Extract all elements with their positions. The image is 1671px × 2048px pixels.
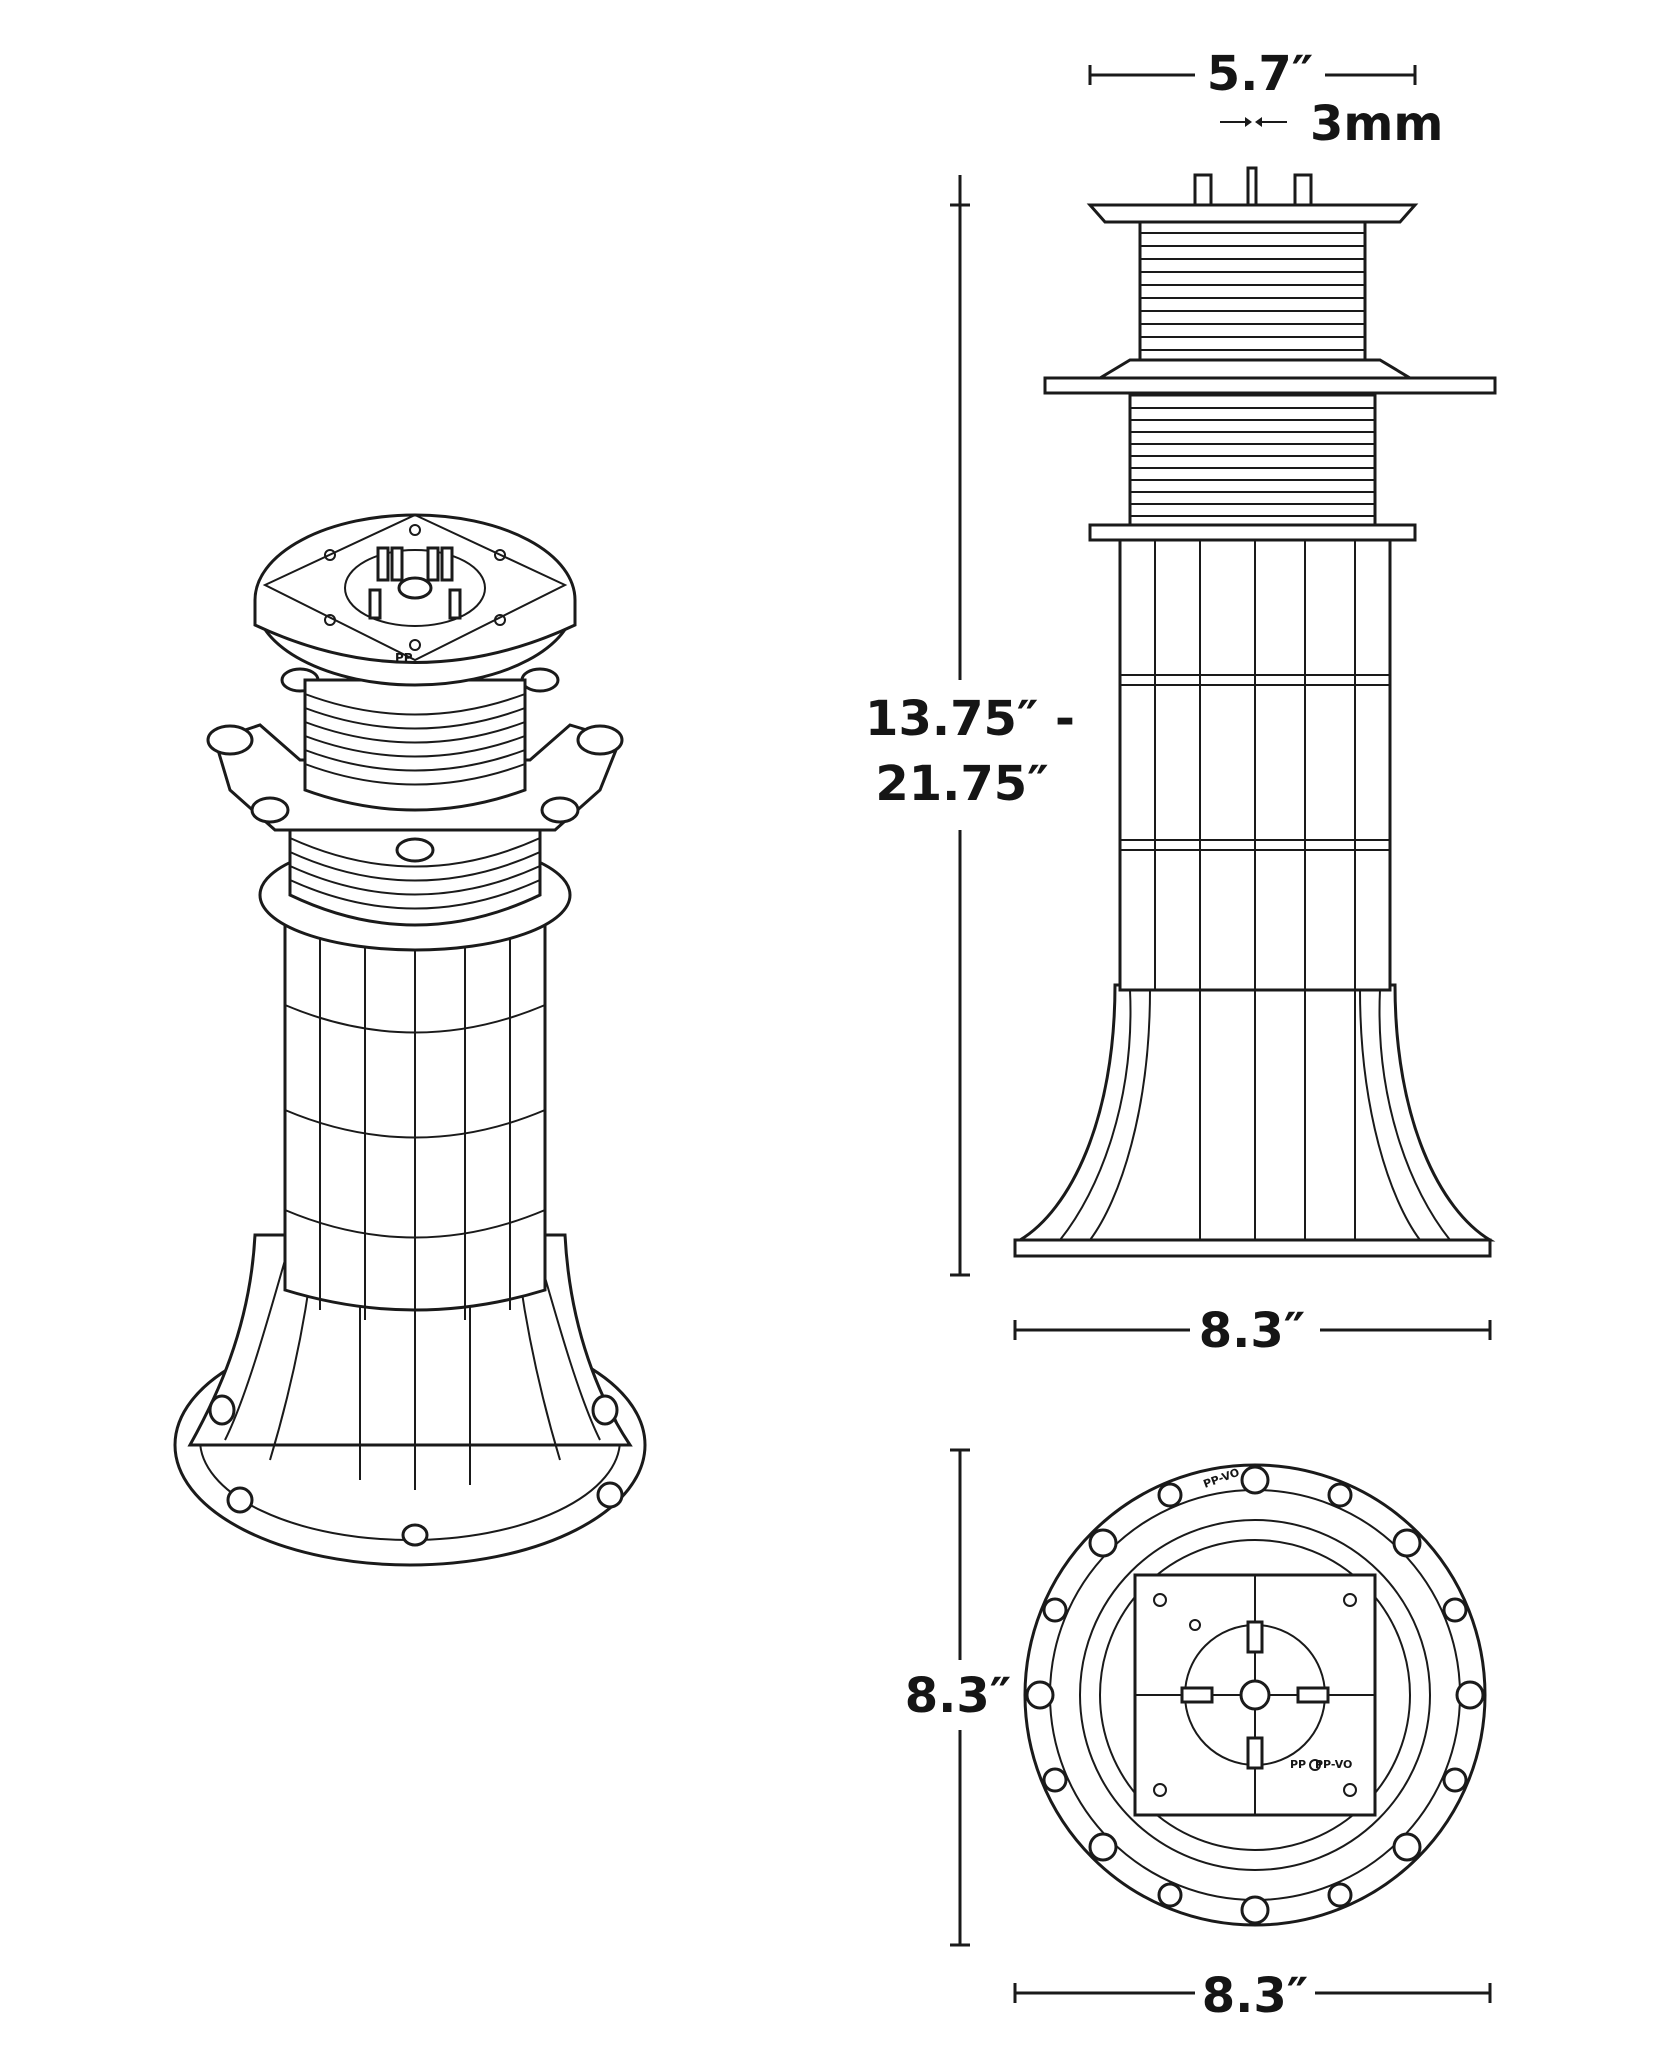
plan-mark-c: PP-VO [1315, 1758, 1352, 1771]
dim-spacer: 3mm [1310, 96, 1443, 152]
dim-plan-width: 8.3″ [1202, 1968, 1308, 2024]
iso-mark-label: PP [395, 651, 413, 665]
side-base-plate [1013, 1238, 1492, 1258]
iso-head-square [262, 513, 568, 662]
plan-bosses [1025, 1465, 1485, 1925]
plan-mark-b: PP [1290, 1758, 1306, 1771]
side-lower-thread [1128, 393, 1377, 527]
dim-side-base-width: 8.3″ [1199, 1303, 1305, 1359]
isometric-pedestal-view: PP [173, 513, 647, 1567]
side-head-plate [1086, 203, 1419, 224]
top-plan-view: PP-VO PP PP-VO [1023, 1463, 1487, 1927]
dim-plan-depth: 8.3″ [905, 1668, 1011, 1724]
dimension-lines [870, 45, 1492, 2020]
side-collar-plate [1088, 523, 1417, 542]
dim-top-width: 5.7″ [1207, 46, 1313, 102]
side-elevation-view [1013, 166, 1497, 1258]
iso-spacer-tabs [368, 546, 462, 620]
dim-height-min: 13.75″ - [865, 691, 1075, 747]
side-mid-flange [1043, 376, 1497, 395]
dim-height-max: 21.75″ [875, 756, 1048, 812]
side-upper-thread [1138, 218, 1367, 362]
side-spacer-tabs [1193, 166, 1313, 207]
plan-spacer-tabs [1180, 1620, 1330, 1770]
